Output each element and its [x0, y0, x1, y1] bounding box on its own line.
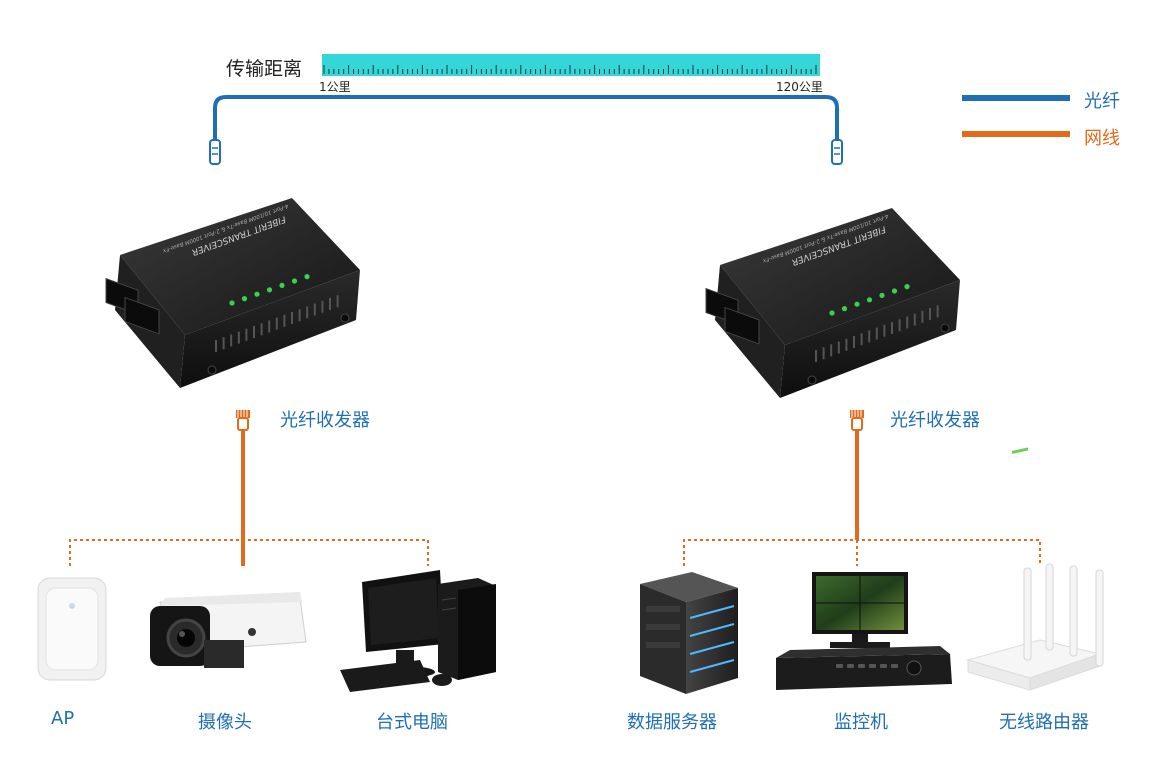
server-icon [640, 572, 738, 694]
fiber-connector-right-icon [831, 139, 843, 165]
distance-max-label: 120公里 [776, 80, 823, 94]
nvr-button-icon [847, 664, 854, 668]
transceiver-left-label: 光纤收发器 [280, 410, 370, 431]
nvr-button-icon [836, 664, 843, 668]
ethernet-left [69, 410, 429, 566]
rj45-plug-right-icon [850, 410, 864, 431]
status-led-icon [866, 297, 873, 303]
status-led-icon [304, 274, 310, 280]
legend-fiber-label: 光纤 [1084, 91, 1120, 112]
device-label-desktop: 台式电脑 [376, 712, 448, 733]
status-led-icon [904, 284, 910, 290]
distance-title: 传输距离 [226, 58, 303, 80]
status-led-icon [241, 296, 248, 302]
legend-ethernet-swatch [962, 131, 1070, 137]
status-led-icon [254, 291, 260, 297]
status-led-icon [291, 278, 298, 284]
nvr-monitor-icon [776, 572, 952, 690]
transceiver-right-label: 光纤收发器 [890, 410, 980, 431]
access-point-icon [37, 577, 107, 681]
status-led-icon [854, 301, 860, 307]
transceiver-right-icon: FIBERIT TRANSCEIVER 4-Port 10/100M Base-… [705, 208, 960, 398]
wireless-router-icon [966, 447, 1104, 691]
fiber-cable [209, 95, 843, 165]
distance-scale [322, 54, 820, 76]
distance-min-label: 1公里 [319, 80, 351, 94]
transceiver-left-icon: FIBERIT TRANSCEIVER 4-Port 10/100M Base-… [105, 198, 360, 388]
status-led-icon [229, 300, 235, 306]
status-led-icon [829, 310, 835, 316]
distance-ticks [323, 65, 817, 74]
nvr-button-icon [858, 664, 865, 668]
device-label-router: 无线路由器 [999, 712, 1089, 733]
nvr-button-icon [880, 664, 887, 668]
status-led-icon [841, 306, 848, 312]
status-led-icon [266, 287, 273, 293]
legend-ethernet-label: 网线 [1084, 128, 1120, 149]
camera-icon [150, 592, 307, 668]
legend-fiber-swatch [962, 95, 1070, 101]
legend [962, 95, 1070, 137]
status-led-icon [891, 288, 898, 294]
nvr-button-icon [869, 664, 876, 668]
device-label-camera: 摄像头 [198, 712, 252, 733]
device-label-nvr: 监控机 [834, 712, 888, 733]
distance-bar [322, 54, 820, 76]
device-label-server: 数据服务器 [627, 712, 717, 733]
rj45-plug-left-icon [236, 410, 250, 431]
status-led-icon [279, 282, 285, 288]
ethernet-right [683, 410, 1041, 566]
desktop-computer-icon [340, 570, 496, 692]
nvr-button-icon [891, 664, 898, 668]
fiber-connector-left-icon [209, 139, 221, 165]
device-label-ap: AP [51, 708, 75, 729]
status-led-icon [879, 292, 885, 298]
